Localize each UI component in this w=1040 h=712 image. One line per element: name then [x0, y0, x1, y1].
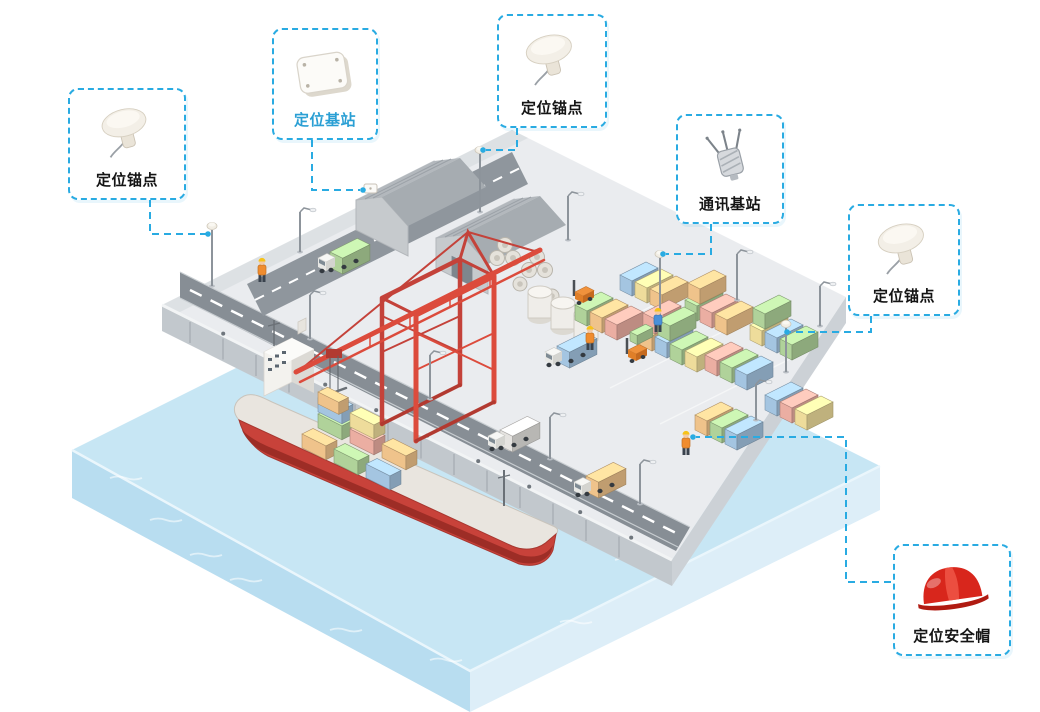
- hoisted-container: [317, 386, 350, 415]
- light-pole: [297, 207, 317, 254]
- callout-label: 定位锚点: [95, 171, 158, 189]
- callout-base-station-top: 定位基站: [272, 28, 378, 140]
- shipping-container: [365, 458, 402, 491]
- shipping-container: [349, 407, 386, 440]
- forklift: [625, 338, 648, 363]
- light-pole: [565, 191, 585, 242]
- locator-base-box-icon: [281, 36, 369, 113]
- shipping-container: [794, 395, 834, 431]
- callout-anchor-left: 定位锚点: [68, 88, 186, 200]
- light-poles: [206, 146, 837, 506]
- shipping-container: [734, 355, 774, 391]
- shipping-container: [381, 438, 418, 471]
- worker: [681, 430, 691, 455]
- shipping-container: [301, 428, 338, 461]
- callout-comm-station: 通讯基站: [676, 114, 784, 224]
- worker: [257, 257, 267, 282]
- warehouse: [355, 158, 486, 257]
- anchor-antenna-icon: [509, 22, 595, 101]
- callout-label: 定位安全帽: [913, 627, 991, 645]
- shipping-container: [604, 305, 644, 341]
- light-pole: [753, 379, 773, 422]
- callout-anchor-right: 定位锚点: [848, 204, 960, 316]
- worker: [653, 307, 663, 332]
- shipping-container: [752, 294, 792, 330]
- light-pole: [734, 249, 754, 302]
- light-pole: [307, 290, 327, 341]
- roof-locator-device: [363, 183, 378, 194]
- shipping-container: [657, 306, 697, 342]
- callout-label: 定位锚点: [520, 99, 583, 117]
- callout-label: 定位基站: [293, 111, 356, 129]
- workers: [257, 257, 691, 455]
- safety-helmet-icon: [906, 552, 998, 629]
- shipping-container: [714, 300, 754, 336]
- forklift: [572, 280, 595, 305]
- anchor-pole: [780, 320, 792, 374]
- gantry-crane: [293, 228, 546, 444]
- callout-anchor-top: 定位锚点: [497, 14, 607, 128]
- container-truck: [317, 238, 371, 275]
- light-pole: [427, 350, 447, 401]
- callout-label: 定位锚点: [872, 287, 935, 305]
- forklifts: [572, 280, 654, 363]
- anchor-antenna-icon: [84, 96, 170, 173]
- light-pole: [637, 459, 657, 506]
- shipping-container: [629, 323, 654, 346]
- container-truck: [573, 462, 627, 499]
- shipping-container: [687, 269, 727, 305]
- light-pole: [547, 412, 567, 461]
- shipping-container: [317, 386, 350, 415]
- callout-safety-helmet: 定位安全帽: [893, 544, 1011, 656]
- anchor-pole: [206, 222, 218, 288]
- comm-base-station-icon: [688, 122, 772, 197]
- anchor-antenna-icon: [861, 212, 947, 289]
- worker: [585, 325, 595, 350]
- callout-label: 通讯基站: [698, 195, 761, 213]
- container-truck: [487, 416, 541, 453]
